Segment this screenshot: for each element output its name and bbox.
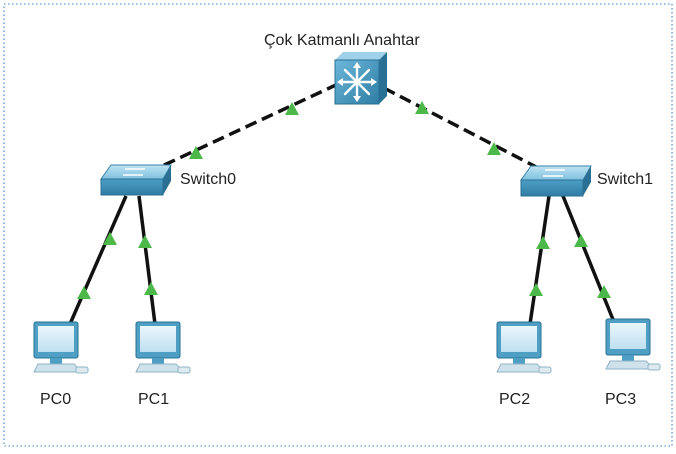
link-mls-switch0[interactable] <box>159 82 339 169</box>
link-up-indicator <box>285 102 299 115</box>
link-up-indicator <box>138 235 152 248</box>
link-switch0-pc1[interactable] <box>137 195 157 325</box>
pc-icon[interactable] <box>33 321 89 374</box>
diagram-border <box>3 3 673 447</box>
pc-icon[interactable] <box>496 321 552 374</box>
link-up-indicator <box>487 142 501 155</box>
pc0-label: PC0 <box>40 391 72 408</box>
link-indicators <box>77 101 611 299</box>
link-up-indicator <box>529 283 543 296</box>
link-up-indicator <box>189 146 203 159</box>
link-up-indicator <box>536 236 550 249</box>
pc2-label: PC2 <box>499 391 531 408</box>
link-switch1-pc2[interactable] <box>528 195 551 325</box>
link-up-indicator <box>415 101 429 114</box>
link-up-indicator <box>597 285 611 298</box>
pc-icon[interactable] <box>135 321 191 374</box>
link-up-indicator <box>144 282 158 295</box>
link-switch0-pc0[interactable] <box>68 195 128 325</box>
pc3-label: PC3 <box>605 391 637 408</box>
link-up-indicator <box>574 234 588 247</box>
switch0-label: Switch0 <box>180 171 237 188</box>
link-up-indicator <box>103 232 117 245</box>
multilayer-switch-icon[interactable] <box>334 52 387 105</box>
switch1-label: Switch1 <box>597 171 654 188</box>
link-up-indicator <box>77 286 91 299</box>
switch-icon[interactable] <box>100 164 172 196</box>
multilayer-switch-label: Çok Katmanlı Anahtar <box>264 32 420 49</box>
link-mls-switch1[interactable] <box>383 86 543 172</box>
link-switch1-pc3[interactable] <box>561 195 616 323</box>
switch-icon[interactable] <box>520 165 592 197</box>
links-group <box>68 82 616 325</box>
pc1-label: PC1 <box>138 391 170 408</box>
pc-icon[interactable] <box>605 318 661 371</box>
